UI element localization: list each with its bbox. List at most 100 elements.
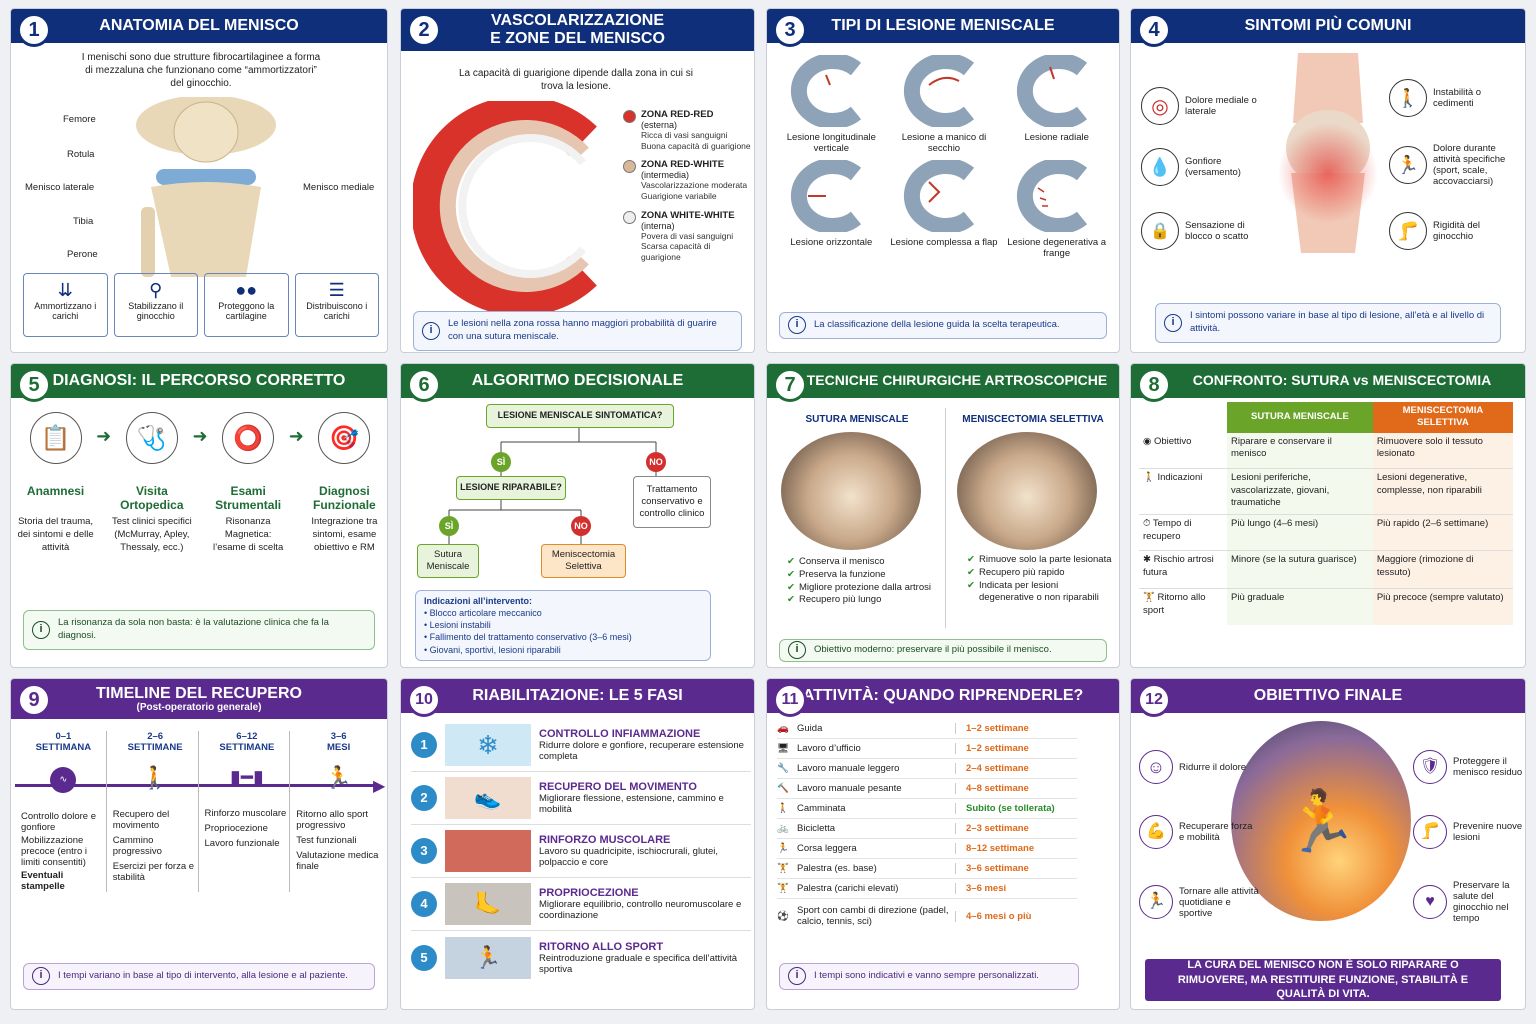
panel-title: CONFRONTO: SUTURA vs MENISCECTOMIA [1131,364,1525,398]
panel-title: TIPI DI LESIONE MENISCALE [767,9,1119,43]
ice-icon: ❄ [445,724,531,766]
knee-icon: 🦵 [1413,815,1447,849]
lesion-item: Lesione a manico di secchio [888,53,1001,154]
anatomy-intro: I menischi sono due strutture fibrocarti… [81,52,321,89]
meniscus-icon [903,158,975,234]
goal-item: 🦵Prevenire nuove lesioni [1413,797,1523,867]
shock-absorb-icon: ⇊ [57,280,73,300]
panel-surgical-techniques: 7 TECNICHE CHIRURGICHE ARTROSCOPICHE SUT… [766,363,1120,668]
panel-title: OBIETTIVO FINALE [1131,679,1525,713]
dumbbell-icon: ▮━▮ [229,767,264,789]
info-icon: i [32,620,50,639]
yes-badge: SÌ [439,516,459,536]
panel-number: 8 [1137,368,1171,402]
running-icon: 🏃 [777,843,789,854]
check-icon: ✔ [787,581,795,593]
meniscectomy-title: MENISCECTOMIA SELETTIVA [962,414,1104,425]
function-boxes: ⇊Ammortizzano i carichi ⚲Stabilizzano il… [23,273,379,337]
heart-icon: ♥ [1413,885,1447,919]
knee-pain-illustration [1278,53,1378,253]
symptoms-left: ◎Dolore mediale o laterale 💧Gonfiore (ve… [1141,77,1271,263]
benefit-item: ✔Migliore protezione dalla artrosi [787,581,931,593]
label-menisco-mediale: Menisco mediale [303,182,375,193]
zone-red-white: ZONA RED-WHITE (intermedia) Vascolarizza… [623,159,751,201]
panel-number: 9 [17,683,51,717]
sport-icon: 🏋 [1143,592,1158,604]
tools-icon: 🔧 [777,763,789,774]
no-badge: NO [646,452,666,472]
dumbbell-icon: 🏋 [777,863,789,874]
label-rotula: Rotula [67,149,95,160]
panel-number: 10 [407,683,441,717]
decision-repairable: LESIONE RIPARABILE? [456,476,566,500]
arrow-icon: ➜ [288,426,304,446]
goal-item: 🏃Tornare alle attività quotidiane e spor… [1139,867,1259,937]
panel-number: 11 [773,683,807,717]
panel-diagnosis: 5 DIAGNOSI: IL PERCORSO CORRETTO 📋Anamne… [10,363,388,668]
vascular-intro: La capacità di guarigione dipende dalla … [458,68,694,92]
zone-color-dot [623,110,636,123]
running-person-icon: 🏃 [1389,146,1427,184]
outcome-suture: Sutura Meniscale [417,544,479,578]
target-pain-icon: ◎ [1141,87,1179,125]
stiff-knee-icon: 🦵 [1389,212,1427,250]
mri-scanner-icon: ⭕ [222,412,275,464]
meniscectomy-benefits: ✔Rimuove solo la parte lesionata ✔Recupe… [967,554,1115,605]
divider [945,408,946,628]
water-drop-icon: 💧 [1141,148,1179,186]
goal-item: ☺Ridurre il dolore [1139,737,1259,797]
outcome-meniscectomy: Meniscectomia Selettiva [541,544,626,578]
person-icon: 🚶 [1143,472,1158,484]
goal-item: ♥Preservare la salute del ginocchio nel … [1413,867,1523,937]
meniscus-zones-illustration [413,101,597,311]
info-icon: i [788,641,806,660]
info-icon: i [788,316,806,335]
goals-right: 🛡Proteggere il menisco residuo 🦵Prevenir… [1413,737,1523,937]
meniscus-icon [1016,53,1087,129]
pulse-icon: ∿ [50,767,77,793]
symptom-item: 🔒Sensazione di blocco o scatto [1141,199,1271,263]
lesion-grid: Lesione longitudinale verticale Lesione … [775,53,1113,259]
panel-title: TECNICHE CHIRURGICHE ARTROSCOPICHE [767,364,1119,398]
zone-color-dot [623,210,636,224]
col-meniscectomy: MENISCECTOMIA SELETTIVA [1372,402,1513,433]
walking-icon: 🚶 [141,765,169,790]
benefit-item: ✔Rimuove solo la parte lesionata [967,554,1112,565]
benefit-item: ✔Recupero più lungo [787,594,882,606]
panel-title: TIMELINE DEL RECUPERO(Post-operatorio ge… [11,679,387,719]
check-icon: ✔ [967,554,975,565]
panel-final-goal: 12 OBIETTIVO FINALE 🏃 ☺Ridurre il dolore… [1130,678,1526,1010]
activity-row: ⚽Sport con cambi di direzione (padel, ca… [777,899,1077,933]
meniscus-icon [1016,158,1087,234]
lesion-item: Lesione degenerativa a frange [1000,158,1113,259]
goals-left: ☺Ridurre il dolore 💪Recuperare forza e m… [1139,737,1259,937]
heavy-work-icon: 🔨 [777,783,789,794]
shield-icon: 🛡 [1413,750,1447,784]
goal-item: 💪Recuperare forza e mobilità [1139,797,1259,867]
zone-white-white: ZONA WHITE-WHITE (interna) Povera di vas… [623,210,751,263]
timeline-axis [15,784,377,787]
